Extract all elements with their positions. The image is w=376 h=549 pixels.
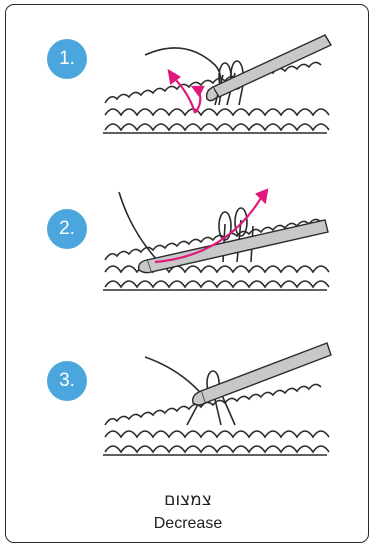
stitch-row-bottom: [103, 266, 329, 290]
caption-english: Decrease: [0, 515, 376, 533]
caption-hebrew: צמצום: [0, 490, 376, 510]
step-3-badge: 3.: [47, 361, 87, 401]
step-1-label: 1.: [59, 48, 75, 70]
step-2-illustration: [95, 180, 335, 305]
step-2-badge: 2.: [47, 209, 87, 249]
step-1-badge: 1.: [47, 39, 87, 79]
stitch-row-bottom: [103, 109, 329, 133]
crochet-hook-icon: [207, 35, 331, 101]
step-1-illustration: [95, 25, 335, 145]
stitch-row-bottom: [103, 431, 329, 455]
direction-arrow-icon: [169, 71, 203, 113]
step-3-illustration: [95, 335, 335, 475]
step-3-label: 3.: [59, 370, 75, 392]
step-2-label: 2.: [59, 218, 75, 240]
